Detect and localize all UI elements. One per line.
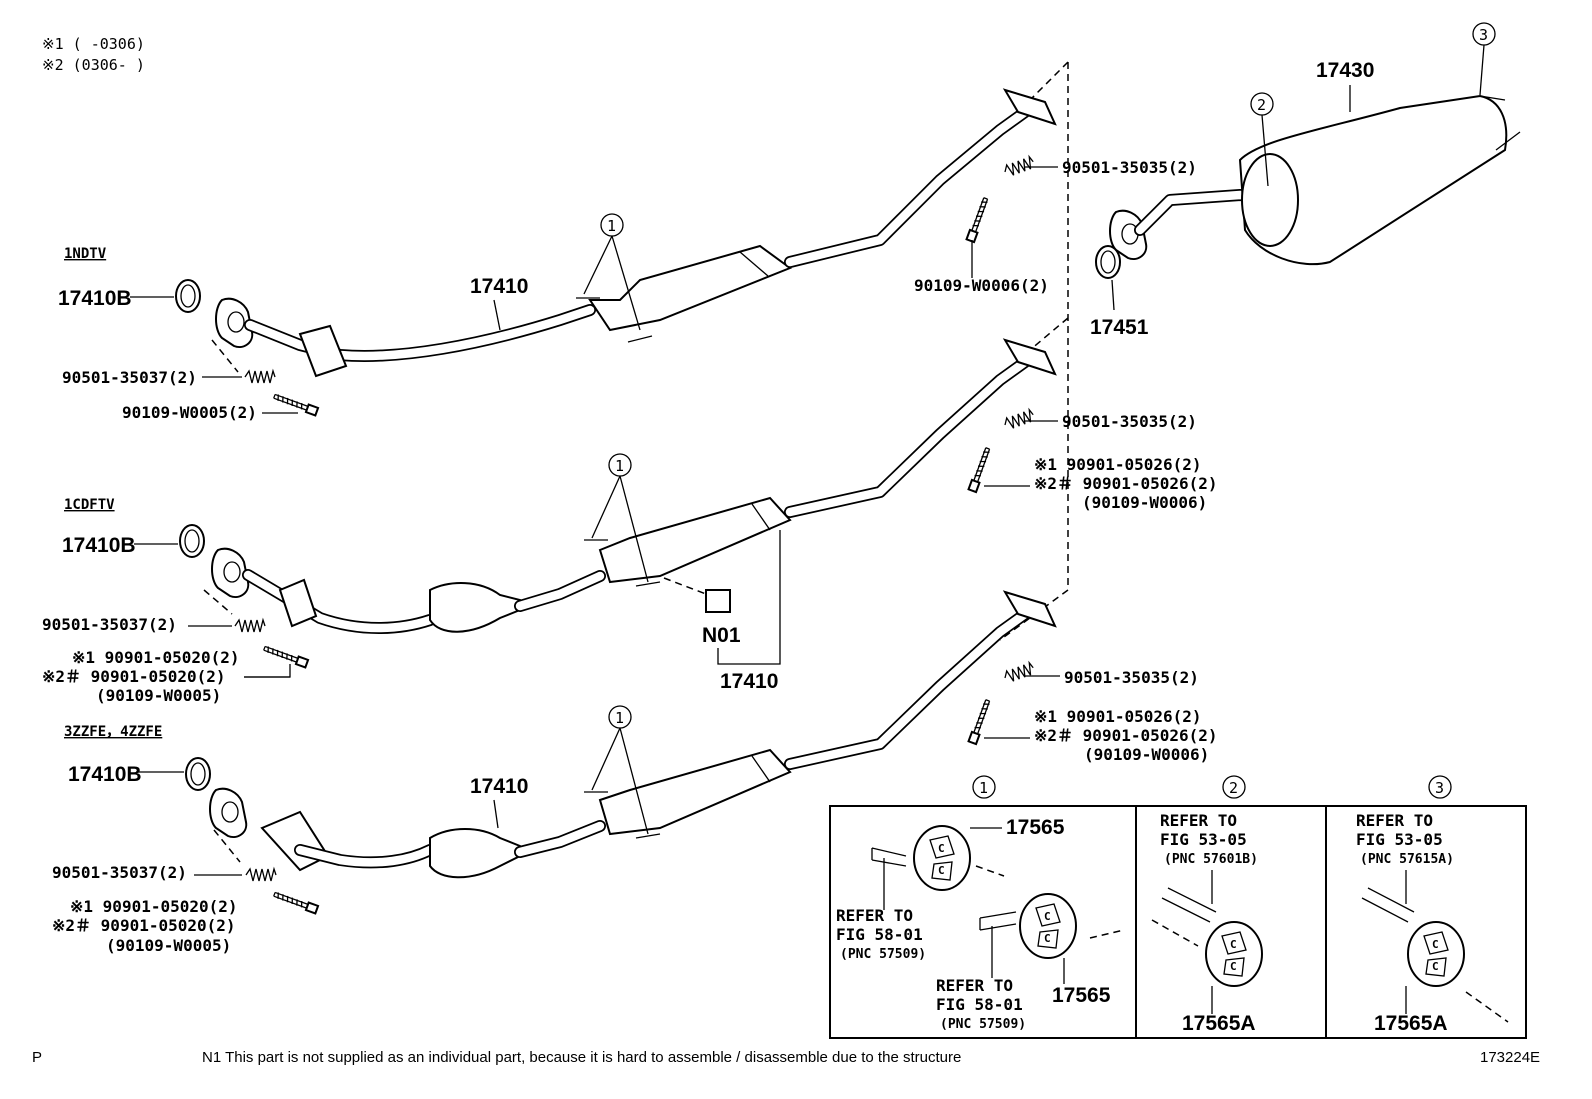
front-flange-3 bbox=[209, 787, 248, 839]
panel-1-ref-a-2: FIG 58-01 bbox=[836, 925, 923, 944]
part-90901-05026-3-b: ※2＃ 90901-05026(2) bbox=[1034, 726, 1218, 745]
bolt-90109-w0005-1 bbox=[272, 391, 320, 417]
part-17410b-2: 17410B bbox=[62, 534, 136, 557]
part-90501-35035-2: 90501-35035(2) bbox=[1062, 412, 1197, 431]
panel-3-ref-3: (PNC 57615A) bbox=[1360, 852, 1454, 867]
panel-1-hangers bbox=[871, 825, 1125, 984]
gasket-17410b-1 bbox=[175, 279, 201, 313]
spring-90501-35035-2 bbox=[1002, 408, 1036, 432]
row-1cdftv-assembly bbox=[134, 338, 1058, 678]
panel-1-ref-a-3: (PNC 57509) bbox=[840, 947, 926, 962]
callout-3-muffler-num: 3 bbox=[1479, 26, 1488, 44]
panel-3-number-text: 3 bbox=[1435, 779, 1444, 797]
hanger-17565-bottom bbox=[1019, 893, 1077, 959]
part-17410-1: 17410 bbox=[470, 275, 528, 298]
panel-1-ref-b-2: FIG 58-01 bbox=[936, 995, 1023, 1014]
hanger-17565a-panel2 bbox=[1205, 921, 1263, 987]
part-17430: 17430 bbox=[1316, 59, 1374, 82]
part-90109-w0005-3: (90109-W0005) bbox=[106, 936, 231, 955]
panel-3-ref-1: REFER TO bbox=[1356, 811, 1433, 830]
panel-2-ref-3: (PNC 57601B) bbox=[1164, 852, 1258, 867]
panel-3-ref-2: FIG 53-05 bbox=[1356, 830, 1443, 849]
part-90901-05020-3-b: ※2＃ 90901-05020(2) bbox=[52, 916, 236, 935]
panel-2-number bbox=[1222, 775, 1246, 799]
part-90109-w0006-2: (90109-W0006) bbox=[1082, 493, 1207, 512]
part-90501-35035-3: 90501-35035(2) bbox=[1064, 668, 1199, 687]
panel-2-part: 17565A bbox=[1182, 1012, 1256, 1035]
part-90901-05020-3-a: ※1 90901-05020(2) bbox=[70, 897, 238, 916]
part-90501-35037-3: 90501-35037(2) bbox=[52, 863, 187, 882]
callout-2-muffler-num: 2 bbox=[1257, 96, 1266, 114]
panel-1-ref-a-1: REFER TO bbox=[836, 906, 913, 925]
panel-1-ref-b-1: REFER TO bbox=[936, 976, 1013, 995]
panel-2-ref-2: FIG 53-05 bbox=[1160, 830, 1247, 849]
panel-2-number-text: 2 bbox=[1229, 779, 1238, 797]
part-90901-05020-2-b: ※2＃ 90901-05020(2) bbox=[42, 667, 226, 686]
panel-1-number-text: 1 bbox=[979, 779, 988, 797]
part-90501-35035-1: 90501-35035(2) bbox=[1062, 158, 1197, 177]
spring-90501-35037-2 bbox=[234, 619, 266, 633]
n01-part bbox=[705, 589, 731, 613]
row-1ndtv-assembly bbox=[130, 88, 1058, 417]
part-17410b-3: 17410B bbox=[68, 763, 142, 786]
part-17410-3: 17410 bbox=[470, 775, 528, 798]
callout-1-row1-num: 1 bbox=[607, 217, 616, 235]
engine-label-1cdftv: 1CDFTV bbox=[64, 497, 115, 513]
engine-label-1ndtv: 1NDTV bbox=[64, 246, 107, 262]
bolt-90901-05020-2 bbox=[262, 643, 310, 669]
bolt-90901-05020-3 bbox=[272, 889, 320, 915]
note-2: ※2 (0306- ) bbox=[42, 56, 145, 74]
detail-panels-frame bbox=[829, 805, 1527, 1039]
part-17410b-1: 17410B bbox=[58, 287, 132, 310]
part-17451: 17451 bbox=[1090, 316, 1149, 339]
row-3zzfe-assembly bbox=[136, 590, 1060, 915]
part-90109-w0006-3: (90109-W0006) bbox=[1084, 745, 1209, 764]
panel-1-ref-b-3: (PNC 57509) bbox=[940, 1017, 1026, 1032]
panel-1-number bbox=[972, 775, 996, 799]
bolt-90109-w0006-1 bbox=[965, 196, 991, 244]
footer-left-mark: P bbox=[32, 1049, 42, 1066]
panel-3-hanger bbox=[1361, 870, 1509, 1023]
spring-90501-35037-1 bbox=[244, 370, 276, 384]
bolt-90901-05026-3 bbox=[967, 698, 993, 746]
part-90901-05026-2-a: ※1 90901-05026(2) bbox=[1034, 455, 1202, 474]
engine-label-3zzfe: 3ZZFE，4ZZFE bbox=[64, 724, 162, 740]
panel-1-part-top: 17565 bbox=[1006, 816, 1065, 839]
hanger-17565a-panel3 bbox=[1407, 921, 1465, 987]
gasket-17451 bbox=[1095, 245, 1121, 279]
part-90109-w0005-1: 90109-W0005(2) bbox=[122, 403, 257, 422]
hanger-17565-top bbox=[913, 825, 971, 891]
part-90901-05026-3-a: ※1 90901-05026(2) bbox=[1034, 707, 1202, 726]
part-90501-35037-1: 90501-35037(2) bbox=[62, 368, 197, 387]
callout-1-row2-num: 1 bbox=[615, 457, 624, 475]
panel-2-hanger bbox=[1151, 870, 1263, 1014]
part-17410-2: 17410 bbox=[720, 670, 778, 693]
panel-3-number bbox=[1428, 775, 1452, 799]
gasket-17410b-2 bbox=[179, 524, 205, 558]
part-90109-w0005-2: (90109-W0005) bbox=[96, 686, 221, 705]
bolt-90901-05026-2 bbox=[967, 446, 993, 494]
callout-1-row3-num: 1 bbox=[615, 709, 624, 727]
part-90901-05026-2-b: ※2＃ 90901-05026(2) bbox=[1034, 474, 1218, 493]
gasket-17410b-3 bbox=[185, 757, 211, 791]
spring-90501-35035-3 bbox=[1002, 661, 1036, 685]
part-90901-05020-2-a: ※1 90901-05020(2) bbox=[72, 648, 240, 667]
footer-figure-code: 173224E bbox=[1480, 1049, 1540, 1066]
panel-1-part-bottom: 17565 bbox=[1052, 984, 1111, 1007]
footer-n1-note: N1 This part is not supplied as an indiv… bbox=[202, 1049, 961, 1066]
part-90501-35037-2: 90501-35037(2) bbox=[42, 615, 177, 634]
note-1: ※1 ( -0306) bbox=[42, 35, 145, 53]
spring-90501-35037-3 bbox=[245, 868, 277, 882]
tail-muffler-assembly bbox=[1095, 94, 1521, 279]
part-n01: N01 bbox=[702, 624, 741, 647]
panel-3-part: 17565A bbox=[1374, 1012, 1448, 1035]
part-90109-w0006-1: 90109-W0006(2) bbox=[914, 276, 1049, 295]
panel-2-ref-1: REFER TO bbox=[1160, 811, 1237, 830]
